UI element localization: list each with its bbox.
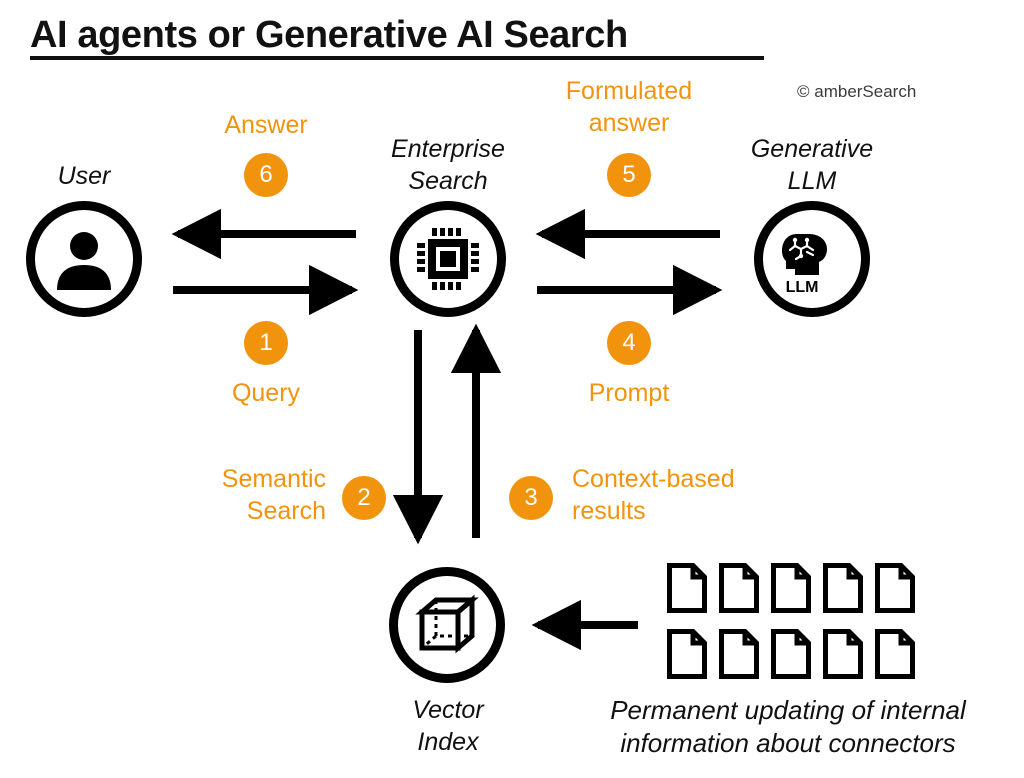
generative-llm-label: Generative LLM	[750, 135, 874, 195]
vector-index-node[interactable]	[389, 567, 505, 683]
step-2-label: Semantic Search	[221, 465, 326, 525]
llm-icon-text: LLM	[786, 279, 819, 296]
cube-icon	[415, 594, 479, 654]
vector-index-label: Vector Index	[412, 696, 484, 756]
step-6-badge: 6	[244, 153, 288, 197]
step-4-label: Prompt	[588, 379, 670, 407]
user-icon	[57, 232, 111, 290]
chip-icon	[417, 228, 479, 290]
page-title: AI agents or Generative AI Search	[30, 14, 628, 56]
step-5-badge: 5	[607, 153, 651, 197]
step-4-badge: 4	[607, 321, 651, 365]
document-icon	[771, 563, 811, 613]
document-icon	[719, 629, 759, 679]
step-1-label: Query	[231, 379, 301, 407]
document-icon	[875, 629, 915, 679]
llm-brain-icon: LLM	[782, 234, 827, 296]
generative-llm-node[interactable]: LLM	[754, 201, 870, 317]
step-3-label: Context-based results	[572, 465, 735, 525]
enterprise-search-label: Enterprise Search	[391, 135, 505, 195]
document-icon	[667, 563, 707, 613]
step-3-badge: 3	[509, 476, 553, 520]
document-icon	[823, 629, 863, 679]
user-node[interactable]	[26, 201, 142, 317]
step-6-label: Answer	[224, 111, 308, 139]
document-icon	[823, 563, 863, 613]
document-icon	[875, 563, 915, 613]
step-2-badge: 2	[342, 476, 386, 520]
enterprise-search-node[interactable]	[390, 201, 506, 317]
step-5-label: Formulated answer	[565, 77, 693, 137]
step-1-badge: 1	[244, 321, 288, 365]
title-underline	[30, 56, 764, 60]
document-icon	[771, 629, 811, 679]
document-icon	[667, 629, 707, 679]
copyright-notice: © amberSearch	[797, 82, 917, 101]
document-icon	[719, 563, 759, 613]
documents-grid	[666, 562, 918, 680]
user-label: User	[57, 162, 111, 190]
connectors-caption: Permanent updating of internal informati…	[610, 695, 966, 759]
